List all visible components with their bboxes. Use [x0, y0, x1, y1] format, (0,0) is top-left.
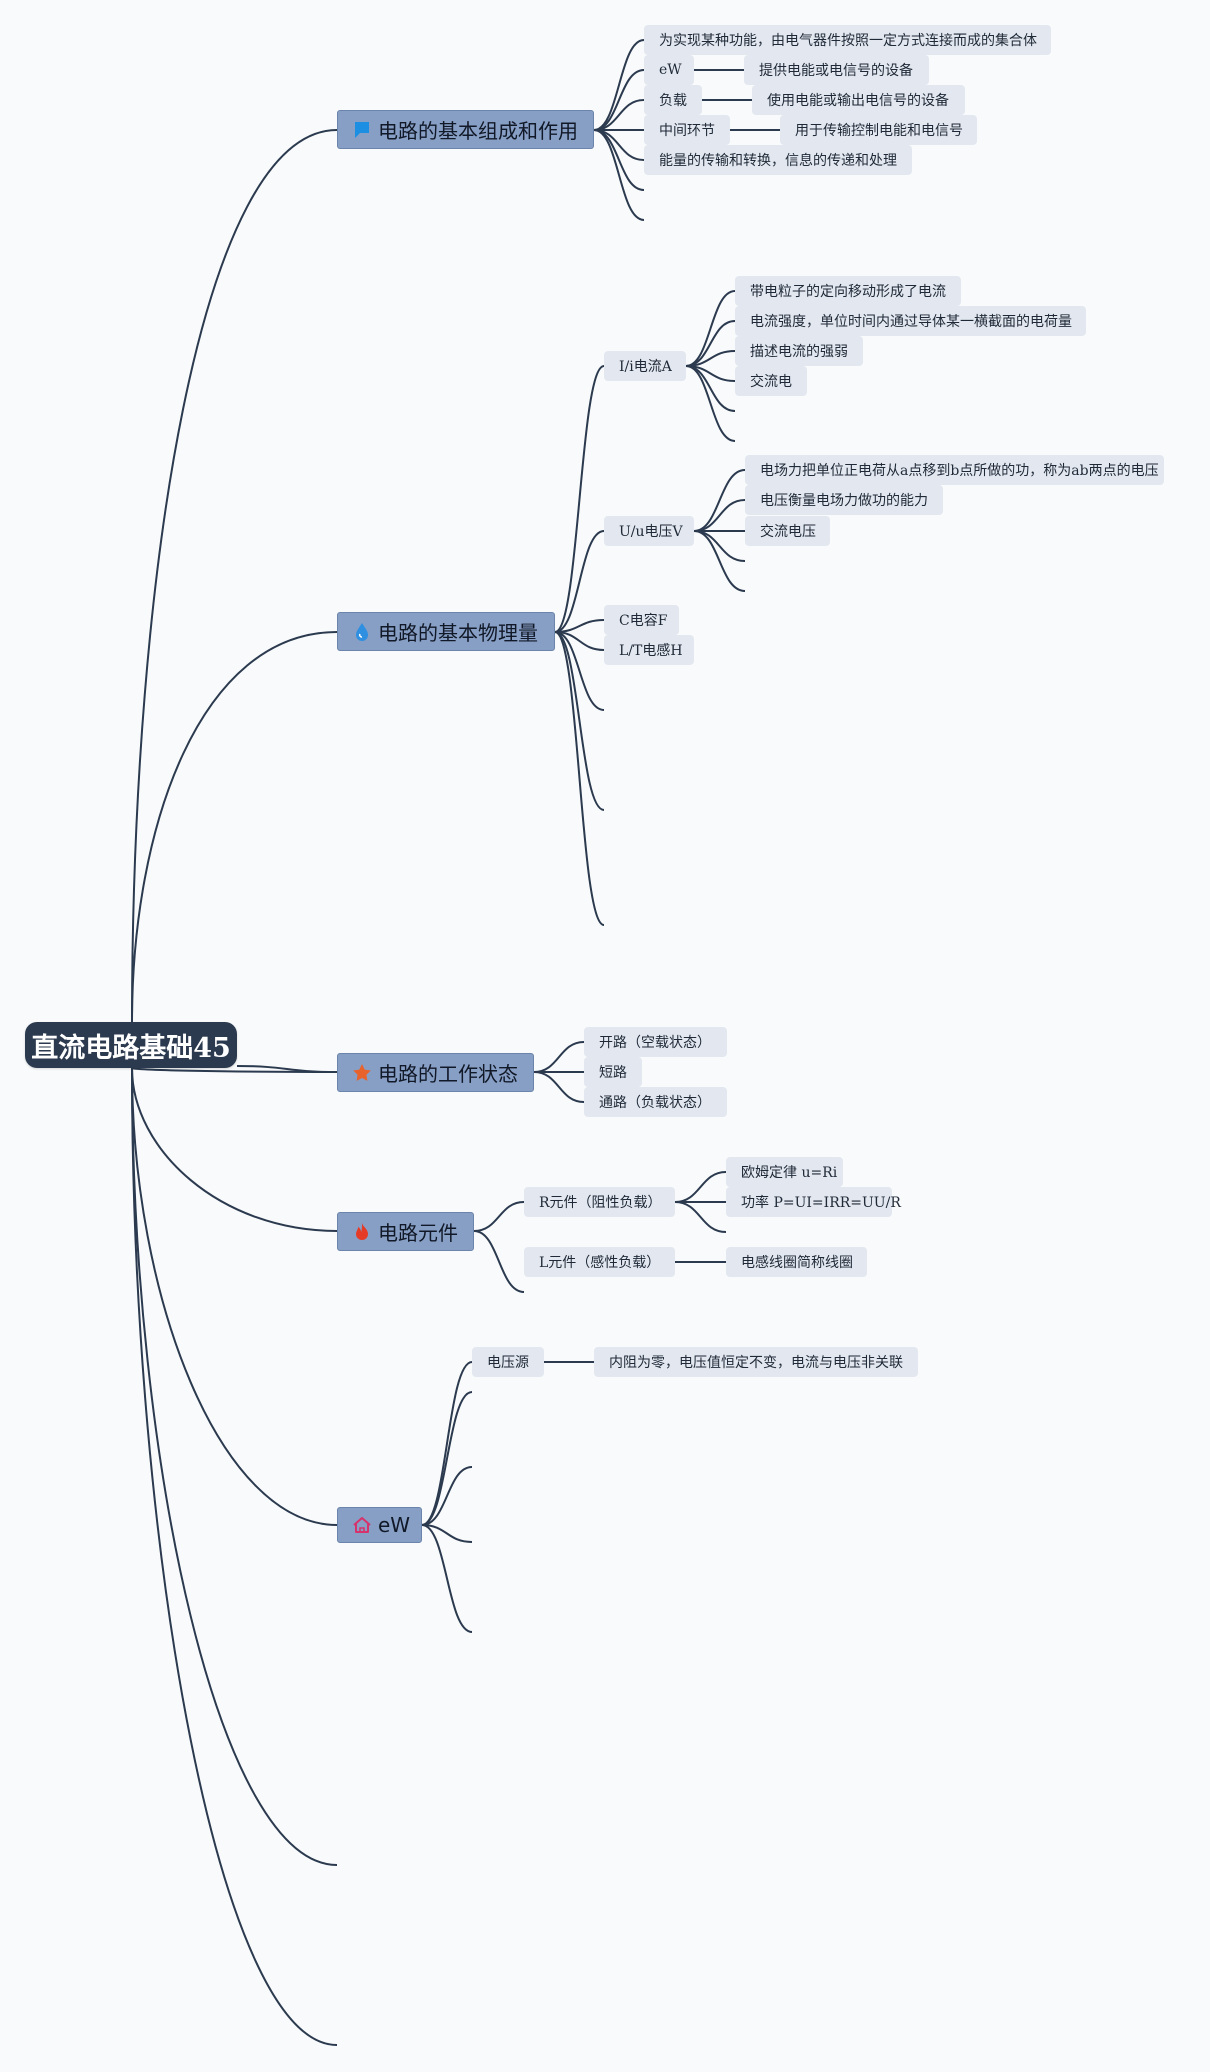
connector-line	[693, 530, 746, 562]
open-circuit-node[interactable]: 开路（空载状态）	[584, 1027, 727, 1057]
current-item[interactable]: 电流强度，单位时间内通过导体某一横截面的电荷量	[735, 306, 1086, 336]
connector-line	[421, 1524, 473, 1633]
connector-line	[693, 499, 746, 532]
r-element-node[interactable]: R元件（阻性负载）	[524, 1187, 675, 1217]
coil-node[interactable]: 电感线圈简称线圈	[726, 1247, 867, 1277]
short-circuit-node[interactable]: 短路	[584, 1057, 642, 1087]
fire-icon	[352, 1222, 372, 1242]
inductance-node[interactable]: L/T电感H	[604, 635, 694, 665]
branch-composition[interactable]: 电路的基本组成和作用	[337, 110, 594, 149]
connector-line	[473, 1201, 525, 1232]
connector-line	[693, 469, 746, 532]
load-node[interactable]: 负载	[644, 85, 702, 115]
star-icon	[352, 1063, 372, 1083]
connector-line	[554, 631, 605, 651]
connector-line	[236, 1065, 338, 1073]
closed-circuit-node[interactable]: 通路（负载状态）	[584, 1087, 727, 1117]
current-item[interactable]: 交流电	[735, 366, 807, 396]
connector-line	[421, 1524, 473, 1543]
root-connector	[131, 1067, 338, 1526]
connector-line	[554, 631, 605, 711]
connector-line	[533, 1071, 585, 1103]
voltage-node[interactable]: U/u电压V	[604, 516, 694, 546]
voltage-source-detail-node[interactable]: 内阻为零，电压值恒定不变，电流与电压非关联	[594, 1347, 918, 1377]
load-detail-node[interactable]: 使用电能或输出电信号的设备	[752, 85, 965, 115]
connector-line	[593, 129, 645, 221]
root-connector	[131, 1067, 338, 2046]
voltage-item[interactable]: 电压衡量电场力做功的能力	[745, 485, 943, 515]
connector-line	[554, 530, 605, 633]
connector-line	[685, 290, 736, 367]
branch-label: 电路的基本物理量	[378, 621, 538, 645]
connector-line	[554, 631, 605, 926]
branch-ew[interactable]: eW	[337, 1507, 422, 1543]
connector-line	[421, 1361, 473, 1526]
branch-physical-quantities[interactable]: 电路的基本物理量	[337, 612, 555, 651]
connector-line	[674, 1171, 727, 1203]
branch-working-states[interactable]: 电路的工作状态	[337, 1053, 534, 1092]
ohm-law-node[interactable]: 欧姆定律 u=Ri	[726, 1157, 843, 1187]
connector-line	[421, 1391, 473, 1526]
connector-line	[554, 365, 605, 633]
ew-node[interactable]: eW	[644, 55, 694, 85]
definition-node[interactable]: 为实现某种功能，由电气器件按照一定方式连接而成的集合体	[644, 25, 1051, 55]
connector-line	[674, 1201, 727, 1233]
connector-line	[593, 69, 645, 131]
current-item[interactable]: 描述电流的强弱	[735, 336, 863, 366]
water-drop-icon	[352, 622, 372, 642]
branch-label: 电路元件	[378, 1221, 458, 1245]
connector-line	[473, 1230, 525, 1293]
root-connector	[131, 129, 338, 1023]
connector-line	[593, 39, 645, 131]
current-node[interactable]: I/i电流A	[604, 351, 686, 381]
intermediate-node[interactable]: 中间环节	[644, 115, 730, 145]
function-node[interactable]: 能量的传输和转换，信息的传递和处理	[644, 145, 912, 175]
flag-icon	[352, 120, 372, 140]
root-topic[interactable]: 直流电路基础45	[25, 1022, 237, 1068]
branch-circuit-elements[interactable]: 电路元件	[337, 1212, 474, 1251]
power-formula-node[interactable]: 功率 P=UI=IRR=UU/R	[726, 1187, 901, 1217]
current-item[interactable]: 带电粒子的定向移动形成了电流	[735, 276, 961, 306]
connector-line	[693, 530, 746, 592]
connector-line	[554, 631, 605, 811]
intermediate-detail-node[interactable]: 用于传输控制电能和电信号	[780, 115, 977, 145]
l-element-node[interactable]: L元件（感性负载）	[524, 1247, 675, 1277]
voltage-item[interactable]: 交流电压	[745, 516, 830, 546]
connector-line	[533, 1041, 585, 1073]
root-connector	[131, 1067, 338, 1866]
voltage-item[interactable]: 电场力把单位正电荷从a点移到b点所做的功，称为ab两点的电压	[745, 455, 1164, 485]
voltage-source-node[interactable]: 电压源	[472, 1347, 544, 1377]
connector-line	[593, 129, 645, 191]
root-connector	[131, 1067, 338, 1232]
branch-label: 电路的基本组成和作用	[378, 119, 578, 143]
branch-label: 电路的工作状态	[378, 1062, 518, 1086]
branch-label: eW	[378, 1513, 411, 1537]
capacitance-node[interactable]: C电容F	[604, 605, 679, 635]
root-connector	[131, 1067, 338, 1073]
connector-line	[421, 1466, 473, 1526]
home-icon	[352, 1515, 372, 1535]
root-connector	[131, 631, 338, 1023]
connector-line	[685, 365, 736, 442]
ew-detail-node[interactable]: 提供电能或电信号的设备	[744, 55, 929, 85]
